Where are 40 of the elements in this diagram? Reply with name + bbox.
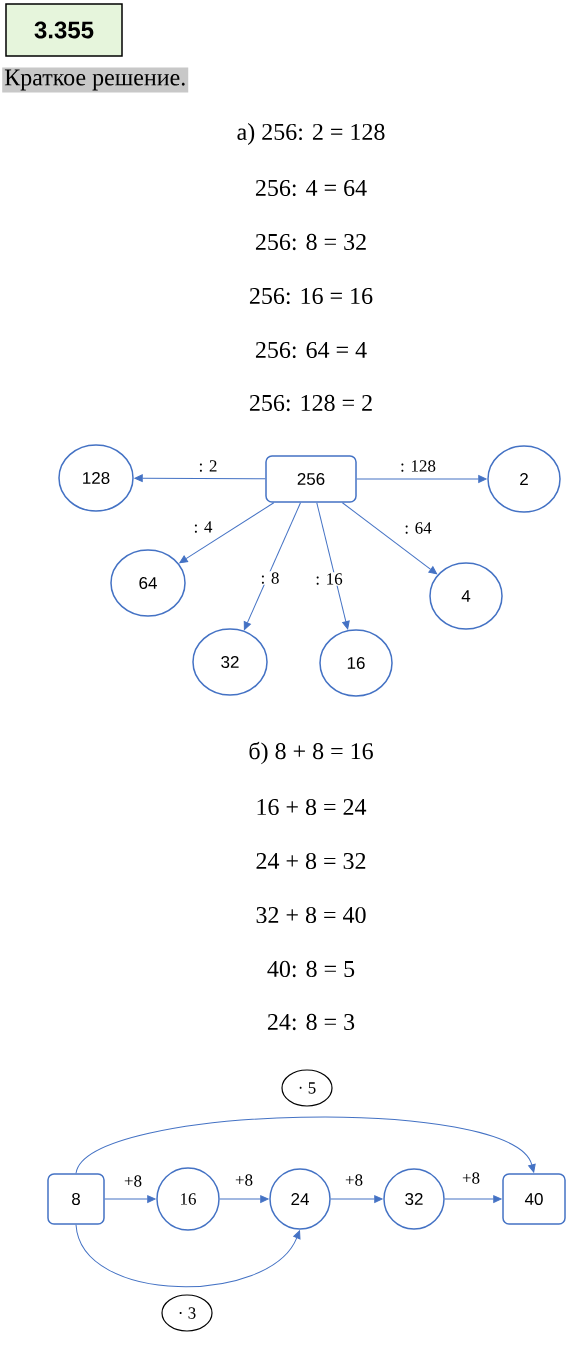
edge-label: : 128 bbox=[399, 459, 437, 473]
equation: 24: 8 = 3 bbox=[267, 1013, 355, 1031]
equation: 16 + 8 = 24 bbox=[257, 798, 367, 816]
number-box: 256 bbox=[265, 455, 357, 503]
edge-label: : 2 bbox=[197, 459, 219, 473]
equation: 256: 8 = 32 bbox=[255, 233, 366, 251]
arrow bbox=[243, 502, 301, 630]
equation: б) 8 + 8 = 16 bbox=[249, 741, 373, 765]
arrow bbox=[316, 502, 350, 630]
edge-label: +8 bbox=[122, 1174, 144, 1188]
edge-label: : 64 bbox=[403, 521, 433, 535]
equation: 256: 64 = 4 bbox=[255, 341, 367, 359]
subheading: Краткое решение. bbox=[2, 67, 189, 93]
arrow bbox=[219, 1195, 269, 1203]
arrow bbox=[444, 1195, 502, 1203]
title-box: 3.355 bbox=[5, 3, 123, 57]
equation: 256: 16 = 16 bbox=[249, 287, 373, 305]
equation: 256: 4 = 64 bbox=[255, 179, 367, 197]
equation: 256: 128 = 2 bbox=[249, 394, 372, 412]
equation: 40: 8 = 5 bbox=[267, 960, 355, 978]
edge-label: +8 bbox=[233, 1173, 255, 1187]
equation: а) 256: 2 = 128 bbox=[237, 123, 385, 145]
equation: 32 + 8 = 40 bbox=[256, 906, 366, 924]
arrow bbox=[104, 1195, 156, 1203]
edge-label: : 4 bbox=[192, 520, 214, 534]
edge-label: · 5 bbox=[281, 1069, 333, 1107]
arrow bbox=[75, 1224, 301, 1288]
number-box: 40 bbox=[502, 1173, 566, 1225]
number-box: 8 bbox=[47, 1173, 105, 1225]
edge-label: +8 bbox=[343, 1173, 365, 1187]
arrow bbox=[356, 475, 487, 483]
equation: 24 + 8 = 32 bbox=[256, 852, 366, 870]
arrow bbox=[330, 1195, 383, 1203]
edge-label: : 16 bbox=[314, 572, 344, 586]
arrow bbox=[134, 474, 266, 483]
edge-label: · 3 bbox=[161, 1294, 213, 1332]
edge-label: +8 bbox=[460, 1171, 482, 1185]
arrow bbox=[341, 502, 438, 575]
arrow bbox=[179, 502, 275, 564]
edge-label: : 8 bbox=[259, 571, 281, 585]
